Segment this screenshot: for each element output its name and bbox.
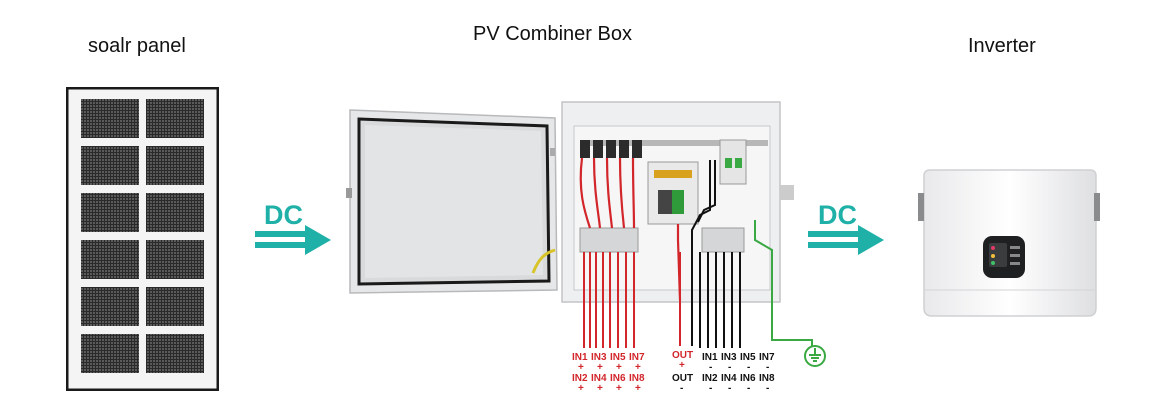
label-neg-in1: IN1 (702, 352, 718, 363)
sign-pos-5: + (616, 362, 622, 373)
sign-pos-4: + (597, 383, 603, 394)
label-neg-in6: IN6 (740, 373, 756, 384)
combiner-box-door (346, 109, 558, 294)
sign-neg-4: - (728, 383, 731, 394)
solar-panel-icon (66, 87, 219, 391)
label-neg-in8: IN8 (759, 373, 775, 384)
label-pos-in6: IN6 (610, 373, 626, 384)
label-pos-in8: IN8 (629, 373, 645, 384)
label-out-positive: OUT (672, 350, 693, 361)
sign-neg-7: - (766, 362, 769, 373)
terminal-labels: IN1 IN3 IN5 IN7 + + + + IN2 IN4 IN6 IN8 … (572, 350, 775, 394)
inverter-title: Inverter (968, 35, 1036, 57)
label-pos-in5: IN5 (610, 352, 626, 363)
combiner-box-title: PV Combiner Box (473, 23, 632, 45)
inverter-icon (918, 169, 1100, 317)
sign-out-negative: - (680, 383, 683, 394)
sign-pos-2: + (578, 383, 584, 394)
dc-label-right: DC (818, 200, 857, 230)
sign-out-positive: + (679, 360, 685, 371)
label-pos-in7: IN7 (629, 352, 645, 363)
sign-pos-1: + (578, 362, 584, 373)
solar-panel-title: soalr panel (88, 35, 186, 57)
sign-neg-2: - (709, 383, 712, 394)
label-neg-in4: IN4 (721, 373, 737, 384)
sign-neg-5: - (747, 362, 750, 373)
sign-pos-8: + (635, 383, 641, 394)
label-pos-in3: IN3 (591, 352, 607, 363)
sign-pos-6: + (616, 383, 622, 394)
combiner-box-body (561, 101, 794, 303)
label-out-negative: OUT (672, 373, 693, 384)
sign-neg-6: - (747, 383, 750, 394)
combiner-wiring (583, 252, 813, 348)
label-neg-in3: IN3 (721, 352, 737, 363)
sign-neg-8: - (766, 383, 769, 394)
label-neg-in5: IN5 (740, 352, 756, 363)
sign-pos-7: + (635, 362, 641, 373)
label-neg-in2: IN2 (702, 373, 718, 384)
label-pos-in2: IN2 (572, 373, 588, 384)
sign-pos-3: + (597, 362, 603, 373)
label-neg-in7: IN7 (759, 352, 775, 363)
sign-neg-3: - (728, 362, 731, 373)
label-pos-in1: IN1 (572, 352, 588, 363)
dc-arrow-right-icon (808, 225, 884, 255)
dc-arrow-left-icon (255, 225, 331, 255)
sign-neg-1: - (709, 362, 712, 373)
label-pos-in4: IN4 (591, 373, 607, 384)
ground-icon (804, 345, 826, 367)
dc-label-left: DC (264, 200, 303, 230)
